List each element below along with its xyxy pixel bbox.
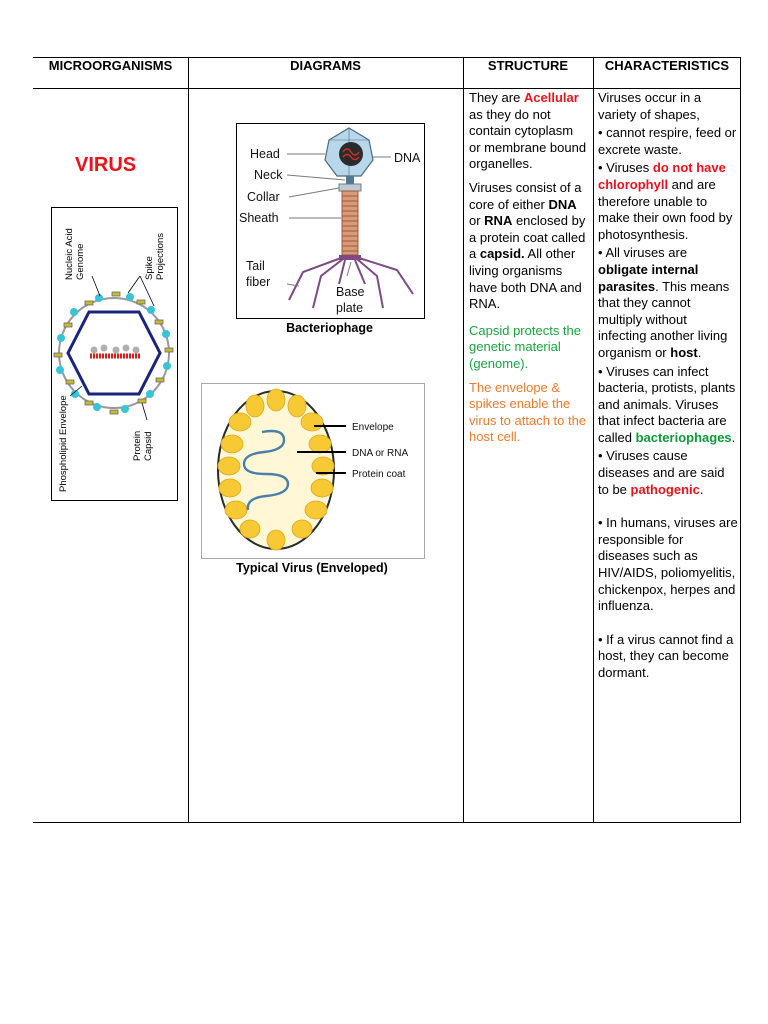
phage-collar-shape <box>338 183 362 192</box>
protein-coat-shapes <box>217 388 335 551</box>
enveloped-virus-caption: Typical Virus (Enveloped) <box>236 561 388 575</box>
pathogenic-term: pathogenic <box>630 481 700 497</box>
char-chlorophyll: • Viruses do not have chlorophyll and ar… <box>598 160 733 242</box>
char-parasites: • All viruses are obligate internal para… <box>598 245 730 360</box>
label-dna: DNA <box>394 151 421 165</box>
char-dormant: • If a virus cannot find a host, they ca… <box>598 631 734 680</box>
structure-acellular: They are Acellular as they do not contai… <box>469 90 587 172</box>
obligate-parasites-term: obligate internal parasites <box>598 261 699 294</box>
enveloped-virus-svg: Envelope DNA or RNA Protein coat <box>217 388 408 551</box>
label-capsid: Capsid <box>143 431 154 461</box>
phage-tail-fibers <box>288 257 414 309</box>
host-term: host <box>670 344 698 360</box>
table-border-right <box>740 57 741 823</box>
phage-sheath-shape <box>341 190 359 256</box>
phage-neck-shape <box>346 176 354 184</box>
label-neck: Neck <box>254 168 283 182</box>
char-shapes: Viruses occur in a variety of shapes, <box>598 90 702 122</box>
label-phospholipid-envelope: Phospholipid Envelope <box>58 395 69 492</box>
bacteriophages-term: bacteriophages <box>635 429 732 445</box>
label-sheath: Sheath <box>239 211 279 225</box>
column-divider-2 <box>463 57 464 823</box>
rna-term: RNA <box>484 213 513 229</box>
char-diseases: • In humans, viruses are responsible for… <box>598 515 738 614</box>
char-infect: • Viruses can infect bacteria, protists,… <box>598 363 736 445</box>
column-divider-1 <box>188 57 189 823</box>
char-pathogenic: • Viruses cause diseases and are said to… <box>598 448 725 497</box>
spike-projections <box>53 291 174 415</box>
enveloped-virus-diagram: Envelope DNA or RNA Protein coat <box>201 383 425 559</box>
envelope-proteins <box>56 293 171 413</box>
dna-or-rna-shape <box>242 429 290 511</box>
phage-dna-shape <box>339 142 363 166</box>
header-characteristics: CHARACTERISTICS <box>604 58 730 73</box>
capsid-term: capsid. <box>479 246 525 262</box>
label-plate: plate <box>336 301 363 315</box>
header-divider <box>33 88 741 89</box>
column-divider-3 <box>593 57 594 823</box>
characteristics-column: Viruses occur in a variety of shapes, • … <box>598 90 738 689</box>
virus-structure-diagram: Nucleic Acid Genome Spike Projections Ph… <box>51 207 178 501</box>
label-head: Head <box>250 147 280 161</box>
virus-structure-svg: Nucleic Acid Genome Spike Projections Ph… <box>53 228 174 492</box>
structure-envelope-spikes: The envelope & spikes enable the virus t… <box>469 379 587 445</box>
structure-core: Viruses consist of a core of either DNA … <box>469 179 586 312</box>
label-spike: Spike <box>144 256 155 280</box>
bacteriophage-caption: Bacteriophage <box>286 321 373 335</box>
bacteriophage-svg: Head Neck Collar Sheath Tail fiber DNA B… <box>239 127 421 315</box>
structure-column: They are Acellular as they do not contai… <box>469 90 587 453</box>
microorganism-name: VIRUS <box>75 154 137 176</box>
label-genome: Genome <box>75 244 86 280</box>
label-tail: Tail <box>246 259 265 273</box>
label-dna-or-rna: DNA or RNA <box>352 448 408 459</box>
dna-term: DNA <box>548 196 577 212</box>
label-protein: Protein <box>132 431 143 461</box>
acellular-term: Acellular <box>523 90 579 105</box>
protein-capsid-shape <box>66 310 162 396</box>
bacteriophage-diagram: Head Neck Collar Sheath Tail fiber DNA B… <box>236 123 425 319</box>
label-nucleic-acid: Nucleic Acid <box>64 228 75 280</box>
header-microorganisms: MICROORGANISMS <box>48 58 173 73</box>
char-cannot-respire: • cannot respire, feed or excrete waste. <box>598 125 737 157</box>
label-protein-coat: Protein coat <box>352 469 406 480</box>
label-envelope: Envelope <box>352 422 394 433</box>
label-collar: Collar <box>247 190 280 204</box>
phage-base-plate-shape <box>339 255 361 260</box>
label-base: Base <box>336 285 365 299</box>
table-border-top <box>33 57 741 58</box>
label-fiber: fiber <box>246 275 270 289</box>
virus-table: MICROORGANISMS DIAGRAMS STRUCTURE CHARAC… <box>33 57 741 823</box>
structure-capsid-protects: Capsid protects the genetic material (ge… <box>469 322 582 371</box>
nucleic-acid-shape <box>90 344 140 359</box>
label-projections: Projections <box>155 233 166 280</box>
chlorophyll-term: do not have chlorophyll <box>598 160 726 192</box>
header-diagrams: DIAGRAMS <box>290 58 361 73</box>
table-border-bottom <box>33 822 741 823</box>
header-structure: STRUCTURE <box>487 58 569 73</box>
